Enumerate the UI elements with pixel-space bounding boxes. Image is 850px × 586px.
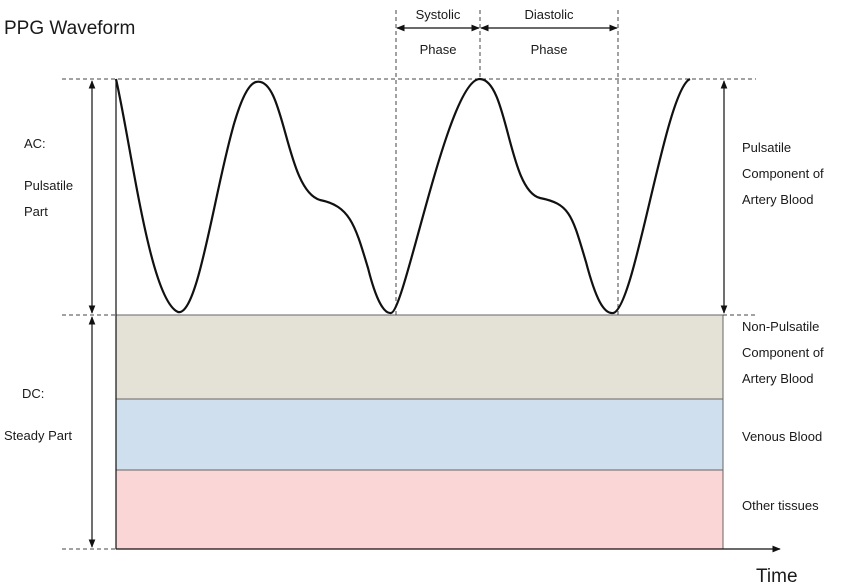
- non-pulsatile-line2: Component of: [742, 345, 824, 360]
- systolic-phase-label: Phase: [420, 42, 457, 57]
- venous-blood-label: Venous Blood: [742, 429, 822, 444]
- pulsatile-line3: Artery Blood: [742, 192, 814, 207]
- ac-part-label: Part: [24, 204, 48, 219]
- diastolic-phase-label: Phase: [531, 42, 568, 57]
- dc-steady-label: Steady Part: [4, 428, 72, 443]
- venous-blood-band: [115, 398, 724, 471]
- pulsatile-line1: Pulsatile: [742, 140, 791, 155]
- non-pulsatile-line1: Non-Pulsatile: [742, 319, 819, 334]
- dc-label: DC:: [22, 386, 44, 401]
- x-axis-label: Time: [756, 566, 798, 586]
- non-pulsatile-band: [115, 314, 724, 400]
- pulsatile-line2: Component of: [742, 166, 824, 181]
- other-tissues-label: Other tissues: [742, 498, 819, 513]
- other-tissues-band: [115, 469, 724, 550]
- diastolic-label: Diastolic: [524, 7, 574, 22]
- ppg-waveform-curve: [114, 77, 691, 315]
- systolic-label: Systolic: [416, 7, 461, 22]
- diagram-title: PPG Waveform: [4, 18, 135, 39]
- ac-pulsatile-label: Pulsatile: [24, 178, 73, 193]
- non-pulsatile-line3: Artery Blood: [742, 371, 814, 386]
- ac-label: AC:: [24, 136, 46, 151]
